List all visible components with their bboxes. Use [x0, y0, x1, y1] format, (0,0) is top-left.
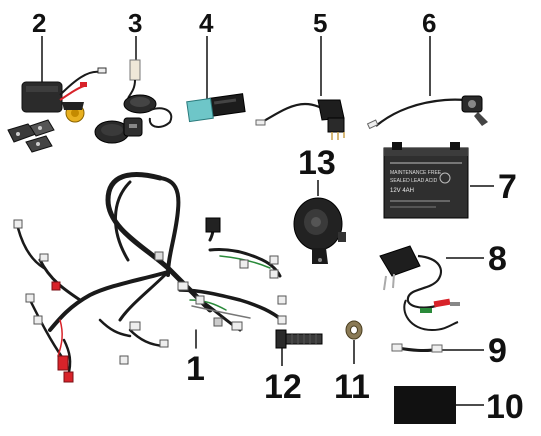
charger: [379, 245, 484, 332]
part-number-2: 2: [32, 8, 47, 38]
usb-socket: [94, 36, 173, 144]
black-pad: [394, 386, 484, 424]
battery: MAINTENANCE FREE SEALED LEAD ACID 12V 4A…: [383, 142, 494, 219]
cdi-module: [186, 36, 246, 123]
switch: [255, 36, 345, 140]
fuse-strap: [391, 343, 484, 353]
part-number-9: 9: [488, 332, 507, 370]
battery-label-line-1: MAINTENANCE FREE: [390, 170, 442, 176]
part-number-4: 4: [199, 8, 214, 38]
part-number-13: 13: [298, 144, 336, 182]
part-number-3: 3: [128, 8, 143, 38]
battery-label-line-3: 12V 4AH: [390, 188, 414, 194]
part-number-7: 7: [498, 168, 517, 206]
horn: [293, 180, 346, 264]
nut: [345, 320, 363, 364]
part-number-10: 10: [486, 388, 524, 426]
bolt: [275, 329, 323, 366]
wiring-harness: [13, 172, 287, 383]
ignition-switch: [366, 36, 488, 130]
part-number-8: 8: [488, 240, 507, 278]
part-number-5: 5: [313, 8, 328, 38]
part-number-1: 1: [186, 350, 205, 388]
alarm-unit: [7, 36, 107, 153]
part-number-11: 11: [334, 368, 370, 406]
battery-label-line-2: SEALED LEAD ACID: [390, 178, 438, 184]
part-number-12: 12: [264, 368, 302, 406]
part-number-6: 6: [422, 8, 437, 38]
